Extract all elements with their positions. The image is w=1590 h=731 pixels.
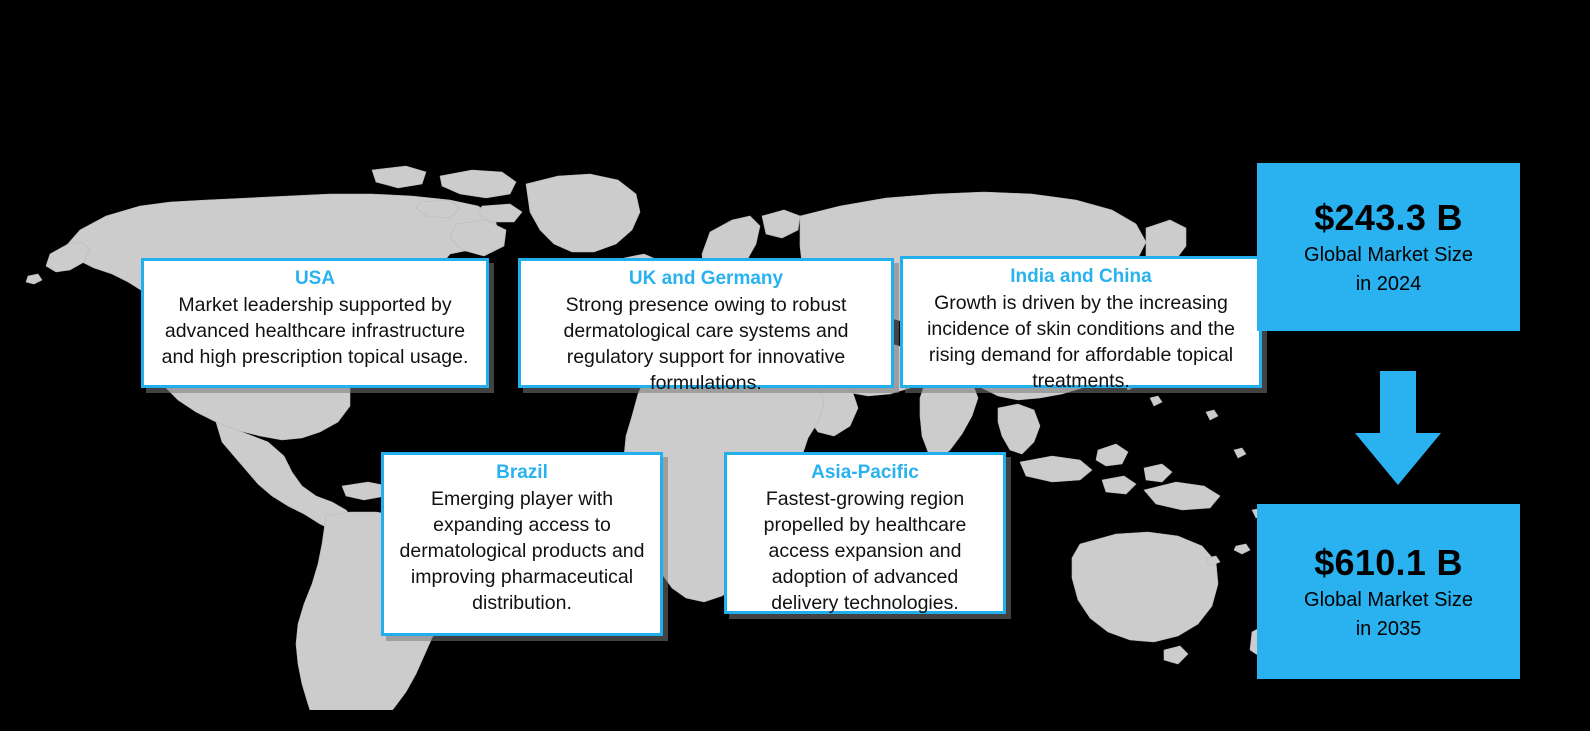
market-size-label-2024-line2: in 2024 [1355,273,1422,295]
market-size-value-2024: $243.3 B [1314,197,1463,238]
market-size-panel-2035: $610.1 B Global Market Size in 2035 [1257,504,1520,679]
callout-asia-pacific-title: Asia-Pacific [811,462,919,483]
market-size-label-2035-line1: Global Market Size [1304,588,1473,611]
market-size-value-2035: $610.1 B [1314,541,1463,583]
callout-india-and-china: India and China Growth is driven by the … [900,256,1262,392]
callout-brazil: Brazil Emerging player with expanding ac… [381,452,663,636]
callout-india-and-china-title: India and China [1010,266,1152,287]
callout-uk-and-germany-title: UK and Germany [628,268,784,289]
callout-uk-and-germany: UK and Germany Strong presence owing to … [518,258,894,394]
down-arrow-icon [1355,371,1441,485]
callout-india-and-china-body: Growth is driven by the increasing incid… [927,292,1235,392]
callout-brazil-body: Emerging player with expanding access to… [399,488,645,614]
market-size-label-2024-line1: Global Market Size [1304,244,1473,266]
callout-uk-and-germany-body: Strong presence owing to robust dermatol… [563,294,849,394]
callout-asia-pacific: Asia-Pacific Fastest-growing region prop… [724,452,1006,614]
market-size-panel-2024: $243.3 B Global Market Size in 2024 [1257,163,1520,331]
callout-brazil-title: Brazil [496,462,548,483]
callout-asia-pacific-body: Fastest-growing region propelled by heal… [763,488,967,614]
market-size-label-2035-line2: in 2035 [1355,617,1422,640]
callout-usa-body: Market leadership supported by advanced … [161,294,469,368]
callout-usa-title: USA [294,268,336,289]
callout-usa: USA Market leadership supported by advan… [141,258,489,388]
